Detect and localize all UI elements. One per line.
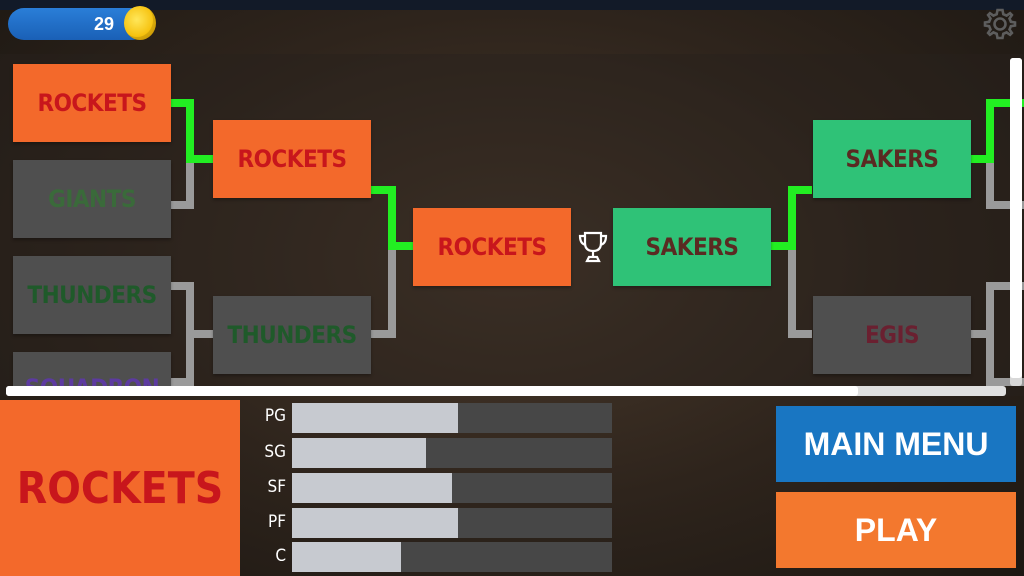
settings-gear-icon[interactable] <box>982 6 1018 42</box>
team-name: SAKERS <box>845 145 939 173</box>
team-name: ROCKETS <box>37 89 147 117</box>
team-name: THUNDERS <box>227 321 357 349</box>
team-name: ROCKETS <box>237 145 347 173</box>
top-strip <box>0 0 1024 10</box>
coin-count: 29 <box>93 14 114 34</box>
selected-team-name: ROCKETS <box>16 462 224 514</box>
stat-bar-pf <box>292 508 612 538</box>
stat-label-pg: PG <box>264 406 286 426</box>
team-name: THUNDERS <box>27 281 157 309</box>
stat-fill-sg <box>292 438 427 468</box>
connector-r1-squadron <box>171 330 213 386</box>
team-name: EGIS <box>864 321 920 349</box>
stat-label-c: C <box>275 546 286 566</box>
connector-r2-sakers <box>771 186 812 250</box>
stat-bar-sf <box>292 473 612 503</box>
bracket-team-right-r2-2[interactable]: EGIS <box>813 296 971 374</box>
stat-fill-pg <box>292 403 459 433</box>
horizontal-scroll-thumb[interactable] <box>6 386 858 396</box>
team-name: SQUADRON <box>25 374 160 386</box>
stat-fill-c <box>292 542 401 572</box>
connector-r2-egis <box>771 242 812 338</box>
bracket-team-right-final[interactable]: SAKERS <box>613 208 771 286</box>
connector-r1-giants <box>171 155 213 209</box>
bracket-team-left-r2-2[interactable]: THUNDERS <box>213 296 371 374</box>
bracket-team-left-final[interactable]: ROCKETS <box>413 208 571 286</box>
connector-r1-thunders <box>171 282 213 338</box>
vertical-scrollbar[interactable] <box>1010 58 1022 386</box>
selected-team-card: ROCKETS <box>0 400 240 576</box>
bracket-team-left-r1-3[interactable]: THUNDERS <box>13 256 171 334</box>
stat-label-sg: SG <box>264 442 286 462</box>
play-button[interactable]: PLAY <box>776 492 1016 568</box>
connector-r2-rockets <box>371 186 413 250</box>
vertical-scroll-thumb[interactable] <box>1010 58 1022 378</box>
main-menu-label: MAIN MENU <box>803 425 989 462</box>
bracket-team-left-r1-2[interactable]: GIANTS <box>13 160 171 238</box>
team-name: GIANTS <box>48 185 136 213</box>
bracket-team-right-r2-1[interactable]: SAKERS <box>813 120 971 198</box>
stat-label-sf: SF <box>267 477 286 497</box>
play-label: PLAY <box>854 511 938 548</box>
coin-icon <box>124 6 156 40</box>
stat-bar-c <box>292 542 612 572</box>
team-name: SAKERS <box>645 233 739 261</box>
team-name: ROCKETS <box>437 233 547 261</box>
connector-r1-right-upper <box>971 99 1024 163</box>
horizontal-scrollbar[interactable] <box>6 386 1006 396</box>
stat-bar-pg <box>292 403 612 433</box>
connector-r1-rockets <box>171 99 213 163</box>
trophy-icon <box>578 231 608 263</box>
coin-counter: 29 <box>8 8 148 40</box>
bracket-connectors <box>171 99 1024 386</box>
main-menu-button[interactable]: MAIN MENU <box>776 406 1016 482</box>
connector-r1-right-4 <box>971 330 1024 386</box>
stat-fill-sf <box>292 473 452 503</box>
stat-bar-sg <box>292 438 612 468</box>
stat-label-pf: PF <box>267 512 286 532</box>
bracket-team-left-r2-1[interactable]: ROCKETS <box>213 120 371 198</box>
bracket-team-left-r1-1[interactable]: ROCKETS <box>13 64 171 142</box>
bracket-team-left-r1-4[interactable]: SQUADRON <box>13 352 171 386</box>
connector-r2-thunders <box>371 242 413 338</box>
stat-fill-pf <box>292 508 459 538</box>
